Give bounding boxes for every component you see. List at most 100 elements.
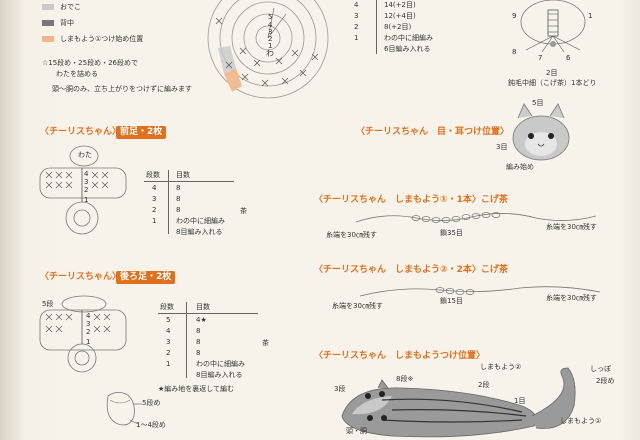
front-table-hline [144,181,234,182]
hind-diagram-row-3: 3 [86,320,90,328]
legend-swatch-forehead [42,4,54,10]
hind-stitch-2: 8 [196,349,201,357]
head-chart-row-2: 2 [268,35,272,43]
tail-num-6: 6 [566,54,571,62]
hind-note: ★編み地を裏返して編む [158,385,235,393]
hind-row-5: 5 [166,316,171,324]
stuffing-note-line3: 頭～胴のみ、立ち上がりをつけずに編みます [52,85,192,93]
front-legs-badge: 前足・2枚 [116,126,167,139]
stripe-pos-row1: 1目 [514,397,526,405]
hind-table-vline [186,302,187,378]
hind-diagram-row-4: 4 [86,312,91,320]
top-stitch-3: 12(+4目) [384,12,416,20]
front-row-1: 1 [152,217,157,225]
tail-num-8: 8 [512,48,516,56]
front-row-2: 2 [152,206,157,214]
hind-row-4: 4 [166,327,171,335]
stripe-pos-tail: しっぽ [590,365,611,373]
face-illustration [512,103,570,161]
top-stitch-1: わの中に細編み [384,34,433,42]
hind-diagram-row-1: 1 [86,338,90,346]
hind-diagram-row-2: 2 [86,328,90,336]
stripe2-title: 〈チーリスちゃん しまもよう②・2本〉こげ茶 [314,265,508,275]
front-row-4: 4 [152,184,157,192]
hind-row-2: 2 [166,349,171,357]
eye-ear-title: 〈チーリスちゃん 目・耳つけ位置〉 [356,127,510,137]
top-stitch-2: 8(+2目) [384,23,412,31]
legend-label-forehead: おでこ [60,3,81,11]
top-row-2: 2 [354,23,359,31]
hind-color-label: 茶 [262,339,269,347]
front-diagram-row-2: 2 [84,186,88,194]
stripe1-title: 〈チーリスちゃん しまもよう①・1本〉こげ茶 [314,195,508,205]
tail-caption: 鈍毛中細（こげ茶）1本どり [508,79,597,87]
hind-table-hline [158,313,258,314]
top-stitch-1b: 6目編み入れる [384,45,431,53]
hind-foot-illustration [106,392,142,426]
stripe2-left-note: 糸端を30㎝残す [332,302,383,310]
head-chart-row-5: 5 [268,13,272,21]
hind-foot-label1: 5段め [142,399,161,407]
eye-ear-label-start: 編み始め [506,163,534,171]
front-stitch-3: 8 [176,195,181,203]
stuffing-note-line1: ☆15段め・25段め・26段めで [42,59,138,67]
front-diagram-row-1: 1 [84,196,88,204]
front-legs-prefix: 〈チーリスちゃん〉 [40,127,122,137]
tail-num-1: 1 [588,12,592,20]
hind-header-row: 段数 [160,303,174,311]
stripe1-right-note: 糸端を30㎝残す [546,223,597,231]
legend-label-back: 背中 [60,19,74,27]
hind-stitch-5: 4★ [196,316,207,324]
front-table-vline [168,170,169,234]
stripe-pos-row3: 3段 [334,385,346,393]
squirrel-body-illustration [341,367,576,438]
top-table-line [376,0,377,54]
stripe-pos-stripe1: しまもよう① [560,417,602,425]
hind-foot-label2: 1～4段め [136,421,166,429]
stuffing-note-line2: わたを詰める [56,70,98,78]
front-row-3: 3 [152,195,157,203]
stripe1-left-note: 糸端を30㎝残す [326,231,377,239]
head-chart-row-1: 1 [268,42,272,50]
tail-diagram: 9 1 8 7 6 [512,0,592,62]
hind-header-stitch: 目数 [196,303,210,311]
front-stitch-2: 8 [176,206,181,214]
hind-legs-badge: 後ろ足・2枚 [116,271,176,284]
tail-num-7: 7 [538,54,542,62]
tail-stitch-count: 2目 [546,69,558,77]
stripe-pos-tail-rows: 2段め [596,377,615,385]
front-diagram-row-4: 4 [84,170,89,178]
legend-swatch-stripe-start [42,36,54,42]
front-color-label: 茶 [240,207,247,215]
stripe1-chain [355,212,597,223]
top-row-4: 4 [354,1,359,9]
stripe-pos-title: 〈チーリスちゃん しまもようつけ位置〉 [314,351,486,361]
legend-swatch-back [42,20,54,26]
head-chart-ring: わ [266,49,274,58]
stripe2-chain [359,286,601,297]
hind-stitch-3: 8 [196,338,201,346]
stripe1-center-label: 鎖35目 [440,229,463,237]
front-stitch-1b: 8目編み入れる [176,228,223,236]
top-stitch-4: 14(+2目) [384,1,416,9]
tail-num-9: 9 [512,12,516,20]
stripe2-center-label: 鎖15目 [440,297,463,305]
stripe-pos-head: 頭・胴 [346,427,367,435]
hind-stitch-1b: 8目編み入れる [196,371,243,379]
stripe2-right-note: 糸端を30㎝残す [546,294,597,302]
hind-row-3: 3 [166,338,171,346]
eye-ear-label-3: 3目 [496,143,508,151]
hind-stitch-1: わの中に細編み [196,360,245,368]
top-row-3: 3 [354,12,359,20]
head-chart-row-3: 3 [268,28,272,36]
hind-diagram-row-5: 5段 [42,299,53,308]
front-cotton-label: わた [78,151,92,159]
top-row-1: 1 [354,34,359,42]
stripe-pos-row2: 2段 [478,381,490,389]
legend-label-stripe-start: しまもよう①つけ始め位置 [60,35,144,43]
front-diagram-row-3: 3 [84,178,88,186]
head-chart-row-4: 4 [268,21,273,29]
hind-row-1: 1 [166,360,171,368]
eye-ear-label-5: 5目 [532,99,544,107]
